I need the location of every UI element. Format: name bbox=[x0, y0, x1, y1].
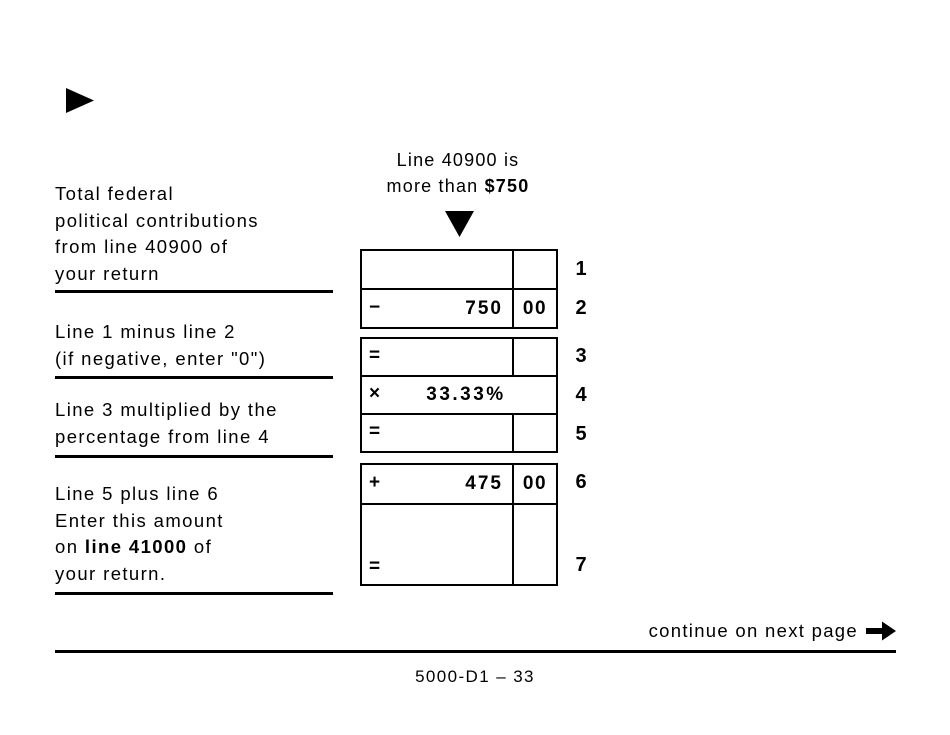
worksheet-row-7: = bbox=[362, 503, 556, 584]
box-group-lines-3-5: = × 33.33% = bbox=[360, 337, 558, 453]
line-number-1: 1 bbox=[575, 258, 587, 280]
line-number-5: 5 bbox=[575, 423, 587, 445]
row2-cents-value: 00 bbox=[512, 290, 556, 327]
row4-operator: × bbox=[369, 383, 381, 405]
condition-line1: Line 40900 is bbox=[396, 150, 520, 170]
condition-header: Line 40900 is more than $750 bbox=[347, 147, 569, 199]
page-reference: 5000-D1 – 33 bbox=[415, 667, 535, 686]
label-line5: Line 3 multiplied by the percentage from… bbox=[55, 397, 333, 458]
row7-operator: = bbox=[369, 556, 381, 577]
row5-operator: = bbox=[369, 421, 381, 443]
row4-percentage-value: 33.33% bbox=[426, 384, 506, 405]
down-arrow-icon bbox=[445, 211, 474, 237]
condition-threshold: $750 bbox=[484, 176, 530, 196]
worksheet-row-1 bbox=[362, 251, 556, 288]
target-line-ref: line 41000 bbox=[84, 536, 188, 557]
continue-text: continue on next page bbox=[648, 620, 858, 641]
row2-operator: − bbox=[369, 296, 381, 318]
row6-dollars-value: 475 bbox=[465, 473, 503, 494]
worksheet-row-5: = bbox=[362, 413, 556, 451]
box-group-lines-6-7: + 475 00 = bbox=[360, 463, 558, 586]
worksheet-row-6: + 475 00 bbox=[362, 465, 556, 503]
row7-cents-field bbox=[512, 505, 556, 584]
row3-cents-field bbox=[512, 339, 556, 375]
row5-cents-field bbox=[512, 415, 556, 451]
row6-cents-value: 00 bbox=[512, 465, 556, 503]
footer-rule bbox=[55, 650, 896, 653]
row1-cents-field bbox=[512, 251, 556, 288]
label-line7: Line 5 plus line 6 Enter this amount on … bbox=[55, 481, 333, 595]
continue-note: continue on next page bbox=[500, 618, 896, 644]
label-line3: Line 1 minus line 2 (if negative, enter … bbox=[55, 319, 333, 379]
line-number-7: 7 bbox=[575, 554, 587, 576]
row2-dollars-value: 750 bbox=[465, 297, 503, 319]
worksheet-row-3: = bbox=[362, 339, 556, 375]
line-number-4: 4 bbox=[575, 384, 587, 406]
line-number-2: 2 bbox=[575, 297, 587, 319]
label-line1: Total federal political contributions fr… bbox=[55, 181, 333, 293]
play-triangle-icon bbox=[66, 88, 94, 113]
box-group-lines-1-2: − 750 00 bbox=[360, 249, 558, 329]
row6-operator: + bbox=[369, 472, 381, 494]
line-number-3: 3 bbox=[575, 345, 587, 367]
condition-line2: more than $750 bbox=[386, 176, 530, 196]
line-number-6: 6 bbox=[575, 471, 587, 493]
worksheet-row-4: × 33.33% bbox=[362, 375, 556, 413]
worksheet-row-2: − 750 00 bbox=[362, 288, 556, 327]
next-page-arrow-icon bbox=[866, 620, 896, 642]
row3-operator: = bbox=[369, 345, 381, 367]
